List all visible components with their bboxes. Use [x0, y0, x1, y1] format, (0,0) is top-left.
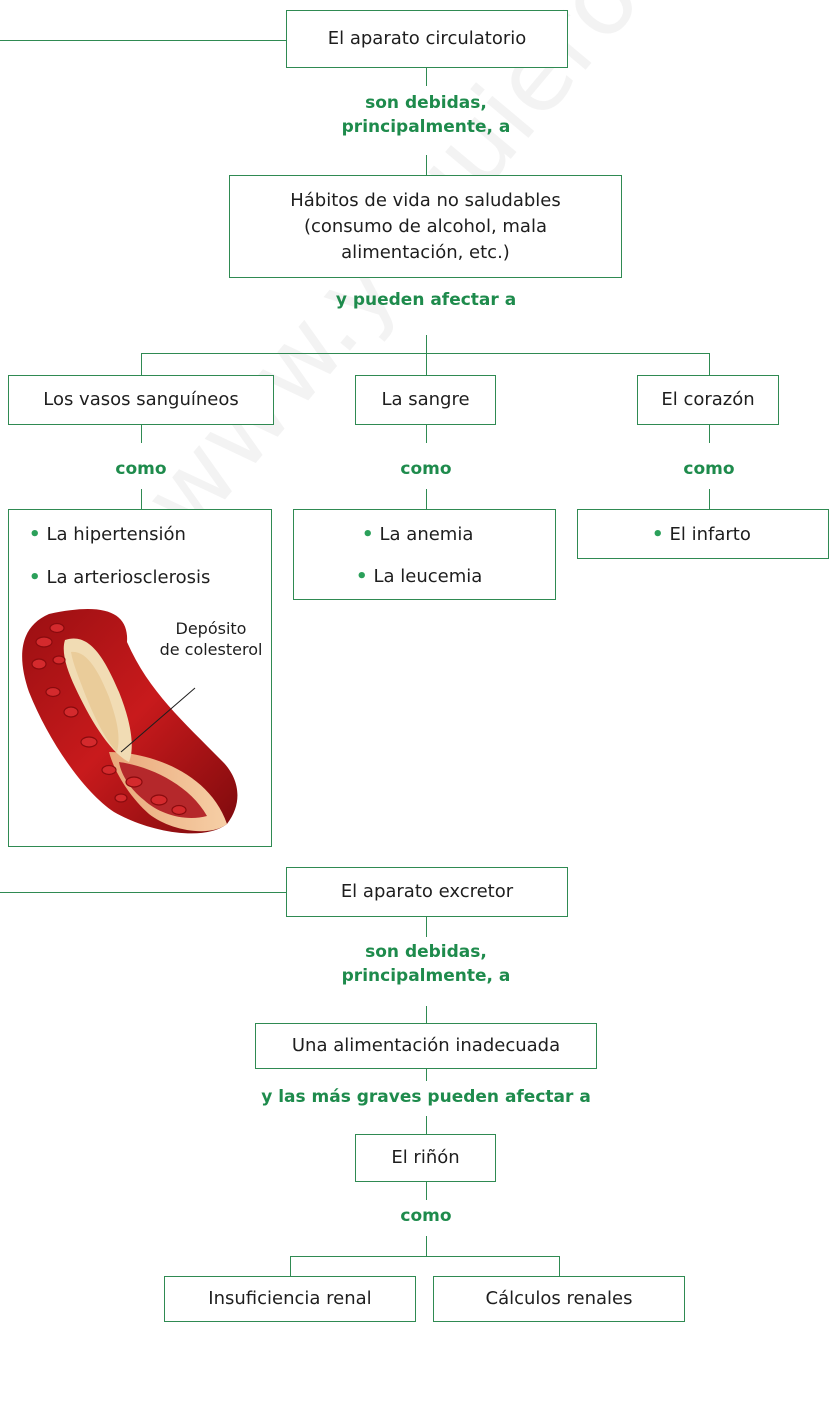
excretory-title-box: El aparato excretor [286, 867, 568, 917]
organ-label: El riñón [391, 1147, 460, 1168]
connector-line [709, 489, 710, 509]
organ-box-corazon: El corazón [637, 375, 779, 425]
connector-como: como [683, 459, 735, 479]
list-item: •La anemia [362, 524, 474, 545]
connector-line [426, 68, 427, 86]
branch-drop [141, 353, 142, 375]
connector-affect: y pueden afectar a [335, 290, 517, 310]
disease-box-insuficiencia: Insuficiencia renal [164, 1276, 416, 1322]
connector-line [426, 335, 427, 353]
circulatory-title: El aparato circulatorio [327, 28, 527, 49]
connector-como: como [115, 459, 167, 479]
left-lead-line [0, 892, 286, 893]
excretory-cause-box: Una alimentación inadecuada [255, 1023, 597, 1069]
connector-line [426, 1236, 427, 1256]
disease-box-calculos: Cálculos renales [433, 1276, 685, 1322]
organ-label: El corazón [661, 389, 755, 410]
disease-label: Insuficiencia renal [208, 1288, 372, 1309]
connector-line [426, 1182, 427, 1200]
disease-list-vasos: •La hipertensión •La arteriosclerosis [8, 509, 272, 847]
excretory-title: El aparato excretor [340, 881, 514, 902]
list-item: •El infarto [652, 524, 751, 545]
list-item: •La arteriosclerosis [29, 567, 211, 588]
connector-line [426, 1006, 427, 1023]
organ-box-sangre: La sangre [355, 375, 496, 425]
connector-line [709, 425, 710, 443]
branch-drop [559, 1256, 560, 1276]
connector-line [426, 489, 427, 509]
illustration-label: Depósito de colesterol [159, 619, 263, 659]
connector-affect: y las más graves pueden afectar a [261, 1087, 591, 1107]
connector-como: como [400, 1206, 452, 1226]
connector-line [426, 917, 427, 937]
list-item: •La leucemia [356, 566, 483, 587]
organ-label: La sangre [381, 389, 470, 410]
organ-box-rinon: El riñón [355, 1134, 496, 1182]
connector-line [141, 425, 142, 443]
disease-list-sangre: •La anemia •La leucemia [293, 509, 556, 600]
list-item: •La hipertensión [29, 524, 186, 545]
connector-como: como [400, 459, 452, 479]
organ-box-vasos: Los vasos sanguíneos [8, 375, 274, 425]
branch-line [141, 353, 709, 354]
left-lead-line [0, 40, 286, 41]
branch-drop [709, 353, 710, 375]
connector-line [426, 1116, 427, 1134]
branch-drop [426, 353, 427, 375]
branch-line [290, 1256, 559, 1257]
connector-causes: son debidas, principalmente, a [341, 93, 511, 137]
excretory-cause-text: Una alimentación inadecuada [291, 1035, 561, 1056]
disease-list-corazon: •El infarto [577, 509, 829, 559]
circulatory-title-box: El aparato circulatorio [286, 10, 568, 68]
cause-text: Hábitos de vida no saludables (consumo d… [290, 189, 561, 263]
connector-line [426, 155, 427, 175]
connector-line [426, 425, 427, 443]
connector-line [426, 1069, 427, 1081]
connector-line [141, 489, 142, 509]
disease-label: Cálculos renales [485, 1288, 633, 1309]
connector-causes: son debidas, principalmente, a [341, 942, 511, 986]
cause-box: Hábitos de vida no saludables (consumo d… [229, 175, 622, 278]
branch-drop [290, 1256, 291, 1276]
artery-illustration [22, 609, 238, 834]
organ-label: Los vasos sanguíneos [43, 389, 239, 410]
